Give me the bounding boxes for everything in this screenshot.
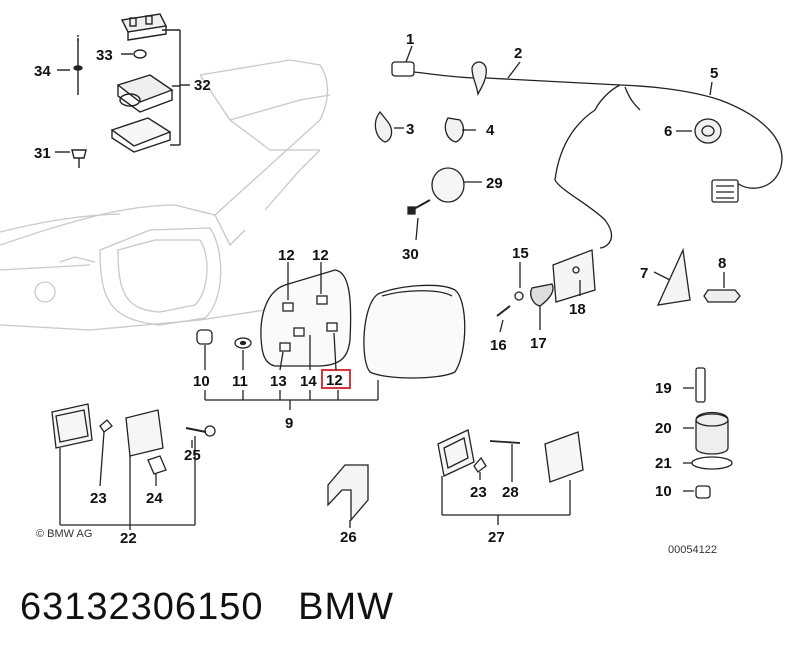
callout-15: 15 xyxy=(512,245,529,262)
group-wiring xyxy=(374,45,783,249)
callout-17: 17 xyxy=(530,335,547,352)
part-number-footer: 63132306150 BMW xyxy=(20,586,394,629)
car-rear-outline xyxy=(0,59,331,331)
callout-10a: 10 xyxy=(193,373,210,390)
callout-labels: 1 2 3 4 5 6 7 8 9 10 11 12 12 13 14 12 1… xyxy=(34,31,726,547)
callout-11: 11 xyxy=(232,373,248,390)
callout-12a: 12 xyxy=(278,247,295,264)
callout-13: 13 xyxy=(270,373,287,390)
callout-12c-highlighted: 12 xyxy=(326,372,343,389)
callout-14: 14 xyxy=(300,373,317,390)
callout-6: 6 xyxy=(664,123,672,140)
group-7-8 xyxy=(653,247,741,306)
parts-diagram: 1 2 3 4 5 6 7 8 9 10 11 12 12 13 14 12 1… xyxy=(0,13,783,556)
group-mirror-glass xyxy=(196,262,466,410)
callout-32: 32 xyxy=(194,77,211,94)
group-license-lamp-top xyxy=(55,13,190,168)
callout-1: 1 xyxy=(406,31,414,48)
callout-29: 29 xyxy=(486,175,503,192)
group-cover-29-30 xyxy=(407,167,482,241)
part-number: 63132306150 xyxy=(20,586,264,628)
callout-18: 18 xyxy=(569,301,586,318)
group-lamp-bottom-left xyxy=(51,403,216,530)
callout-9: 9 xyxy=(285,415,293,432)
callout-25: 25 xyxy=(184,447,201,464)
callout-31: 31 xyxy=(34,145,51,162)
callout-23b: 23 xyxy=(470,484,487,501)
callout-21: 21 xyxy=(655,455,672,472)
callout-2: 2 xyxy=(514,45,522,62)
callout-8: 8 xyxy=(718,255,726,272)
group-adjuster xyxy=(496,249,596,333)
callout-20: 20 xyxy=(655,420,672,437)
callout-16: 16 xyxy=(490,337,507,354)
callout-33: 33 xyxy=(96,47,113,64)
group-26 xyxy=(327,464,369,528)
callout-27: 27 xyxy=(488,529,505,546)
group-lamp-bottom-right xyxy=(437,429,584,525)
callout-22: 22 xyxy=(120,530,137,547)
callout-10b: 10 xyxy=(655,483,672,500)
callout-5: 5 xyxy=(710,65,718,82)
brand-name: BMW xyxy=(298,586,395,628)
callout-34: 34 xyxy=(34,63,51,80)
callout-19: 19 xyxy=(655,380,672,397)
callout-4: 4 xyxy=(486,122,495,139)
group-socket xyxy=(683,367,733,499)
callout-28: 28 xyxy=(502,484,519,501)
callout-12b: 12 xyxy=(312,247,329,264)
callout-23a: 23 xyxy=(90,490,107,507)
callout-30: 30 xyxy=(402,246,419,263)
callout-26: 26 xyxy=(340,529,357,546)
diagram-id: 00054122 xyxy=(668,544,717,556)
callout-3: 3 xyxy=(406,121,414,138)
callout-24: 24 xyxy=(146,490,163,507)
copyright-text: © BMW AG xyxy=(36,528,92,540)
callout-7: 7 xyxy=(640,265,648,282)
